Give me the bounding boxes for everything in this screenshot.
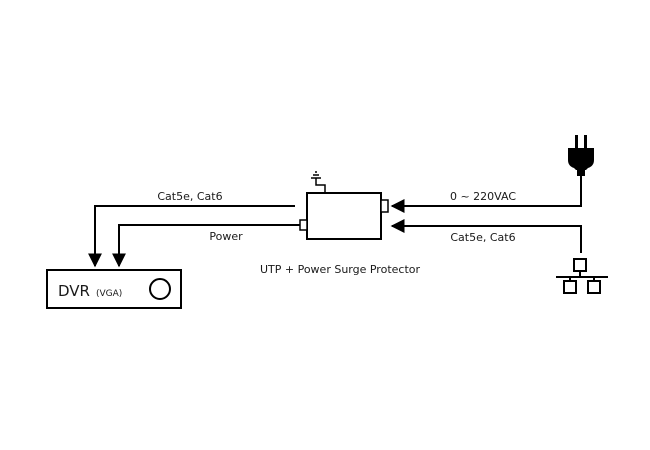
surge-protector: UTP + Power Surge Protector	[260, 171, 421, 276]
ac-input-label: 0 ~ 220VAC	[450, 190, 516, 203]
power-left-label: Power	[209, 230, 243, 243]
protector-left-port	[299, 219, 308, 231]
ac-input-line	[390, 175, 582, 213]
protector-caption: UTP + Power Surge Protector	[260, 263, 421, 276]
power-line-to-dvr	[112, 224, 300, 268]
dvr-sub-label: (VGA)	[96, 289, 122, 299]
protector-right-port	[380, 199, 389, 213]
cable-left-label: Cat5e, Cat6	[157, 190, 222, 203]
ground-symbol-icon	[311, 171, 321, 179]
network-hub-icon	[556, 258, 608, 294]
cable-input-line	[390, 219, 582, 253]
dvr-label: DVR	[58, 282, 90, 300]
dvr-knob-icon	[149, 278, 171, 300]
ground-lead	[315, 178, 326, 193]
dvr-unit: DVR (VGA)	[46, 269, 182, 309]
cable-line-to-dvr	[88, 205, 295, 268]
cable-right-label: Cat5e, Cat6	[450, 231, 515, 244]
power-plug-icon	[568, 135, 594, 176]
surge-protector-box	[306, 192, 382, 240]
